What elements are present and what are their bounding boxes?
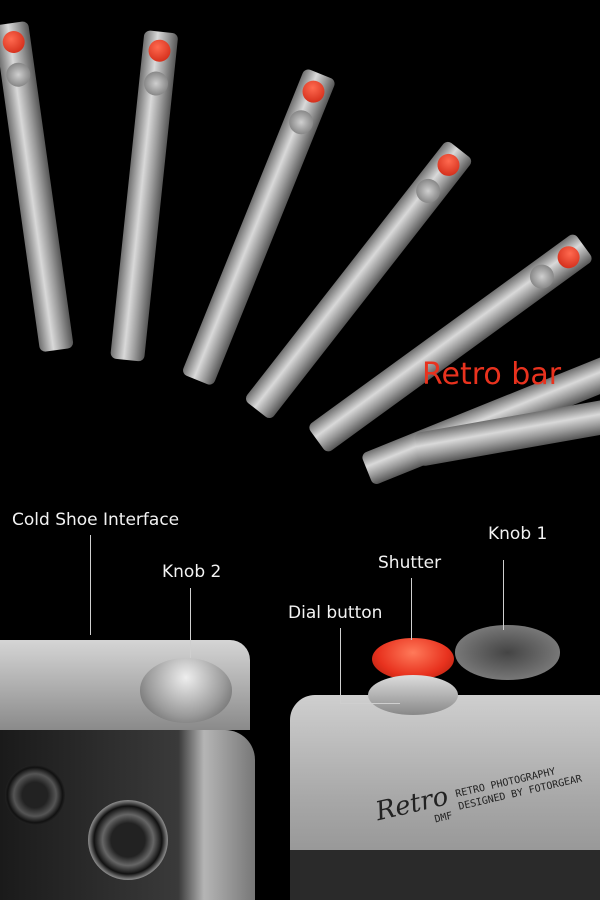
shutter-button-icon bbox=[299, 77, 328, 106]
shutter-button-icon bbox=[147, 38, 172, 63]
knob-icon bbox=[4, 61, 32, 89]
callout-line bbox=[411, 578, 412, 640]
callout-line bbox=[503, 560, 504, 630]
left-closeup-image bbox=[0, 600, 255, 900]
knob-icon bbox=[142, 70, 170, 97]
knob-1-icon bbox=[455, 625, 560, 680]
camera-lens-icon bbox=[88, 800, 168, 880]
shutter-button-icon bbox=[372, 638, 454, 680]
retro-bar bbox=[0, 20, 74, 353]
callout-line bbox=[90, 535, 91, 635]
shutter-button-icon bbox=[1, 29, 27, 55]
right-closeup-image: Retro DMF RETRO PHOTOGRAPHY DESIGNED BY … bbox=[290, 600, 600, 900]
callout-shutter: Shutter bbox=[378, 553, 442, 573]
callout-cold-shoe: Cold Shoe Interface bbox=[12, 510, 180, 530]
callout-dial-button: Dial button bbox=[288, 603, 383, 623]
knob-icon bbox=[411, 174, 445, 208]
retro-bar bbox=[110, 30, 179, 362]
callout-knob-1: Knob 1 bbox=[488, 524, 548, 544]
knob-2-icon bbox=[140, 658, 232, 723]
shutter-button-icon bbox=[553, 241, 584, 273]
knob-icon bbox=[525, 259, 559, 294]
callout-line bbox=[340, 703, 400, 704]
callout-line bbox=[340, 628, 341, 703]
callout-line bbox=[190, 588, 191, 658]
knob-icon bbox=[285, 106, 317, 138]
callout-knob-2: Knob 2 bbox=[162, 562, 222, 582]
camera-lens-icon bbox=[5, 765, 65, 825]
headline: Retro bar bbox=[422, 357, 562, 392]
shutter-button-icon bbox=[433, 149, 464, 181]
dial-button-icon bbox=[368, 675, 458, 715]
